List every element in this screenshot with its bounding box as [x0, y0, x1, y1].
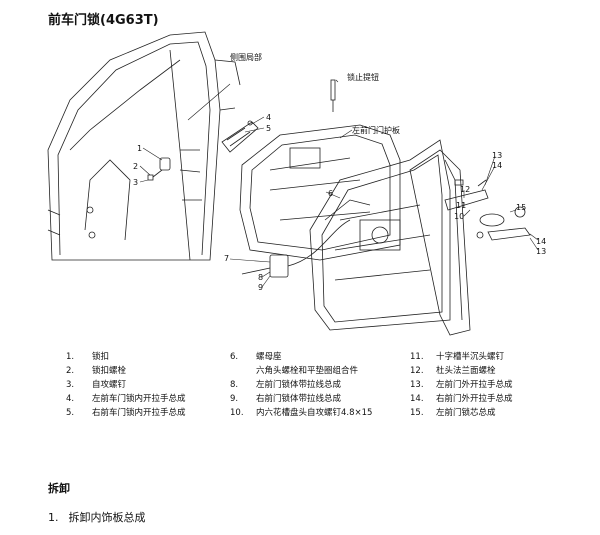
callout-11: 11 — [456, 201, 466, 210]
label-lock-button: 锁止提钮 — [347, 72, 379, 82]
legend-item: 3.自攻螺钉 — [66, 380, 127, 390]
callout-13-top: 13 — [492, 151, 502, 160]
callout-8: 8 — [258, 273, 263, 282]
callout-5: 5 — [266, 124, 271, 133]
legend-item: 5.右前车门锁内开拉手总成 — [66, 408, 186, 418]
legend-item: 12.杜头法兰面螺栓 — [410, 366, 496, 376]
callout-14-bottom: 14 — [536, 237, 546, 246]
callout-7: 7 — [224, 254, 229, 263]
step-text: 拆卸内饰板总成 — [68, 511, 146, 524]
legend-item: 15.左前门锁芯总成 — [410, 408, 496, 418]
callout-9: 9 — [258, 283, 263, 292]
striker-part — [147, 157, 171, 181]
inner-handle-part — [221, 120, 259, 153]
handle-and-cylinder-part — [476, 206, 531, 241]
legend-item: 1.锁扣 — [66, 352, 110, 362]
callout-15: 15 — [516, 203, 526, 212]
leader-lines — [139, 79, 539, 288]
legend-item: 14.右前门外开拉手总成 — [410, 394, 513, 404]
section-title: 拆卸 — [48, 482, 70, 495]
legend-item: 13.左前门外开拉手总成 — [410, 380, 513, 390]
door-latch-part — [241, 219, 351, 278]
parts-legend: 1.锁扣 2.锁扣螺栓 3.自攻螺钉 4.左前车门锁内开拉手总成 5.右前车门锁… — [66, 352, 513, 418]
callout-6: 6 — [328, 189, 333, 198]
legend-item: 6.螺母座 — [230, 352, 282, 362]
exploded-door-lock-diagram: 侧围局部 锁止提钮 左前门门护板 1 2 3 4 5 6 7 8 9 10 11… — [47, 31, 546, 336]
callout-1: 1 — [137, 144, 142, 153]
legend-item: 8.左前门锁体带拉线总成 — [230, 380, 342, 390]
callout-4: 4 — [266, 113, 271, 122]
door-inner-panel-drawing — [309, 139, 451, 331]
callout-10: 10 — [454, 212, 464, 221]
callout-14-top: 14 — [492, 161, 502, 170]
legend-item: 10.内六花槽盘头自攻螺钉4.8×15 — [230, 408, 373, 418]
label-trim-panel: 左前门门护板 — [352, 125, 400, 135]
callout-2: 2 — [133, 162, 138, 171]
callout-3: 3 — [133, 178, 138, 187]
legend-item: 11.十字槽半沉头螺钉 — [410, 352, 505, 362]
callout-13-bottom: 13 — [536, 247, 546, 256]
legend-item: 9.右前门锁体带拉线总成 — [230, 394, 342, 404]
side-frame-drawing — [47, 31, 241, 261]
label-side-frame: 侧围局部 — [230, 52, 262, 62]
callout-12: 12 — [460, 185, 470, 194]
legend-item: 2.锁扣螺栓 — [66, 366, 127, 376]
legend-item: 4.左前车门锁内开拉手总成 — [66, 394, 186, 404]
page-title: 前车门锁(4G63T) — [48, 13, 159, 28]
step-number: 1. — [48, 511, 59, 524]
lock-button-part — [330, 79, 336, 112]
door-trim-panel-drawing — [239, 124, 401, 261]
outer-handle-part — [444, 179, 489, 211]
step-item: 1. 拆卸内饰板总成 — [48, 509, 146, 525]
